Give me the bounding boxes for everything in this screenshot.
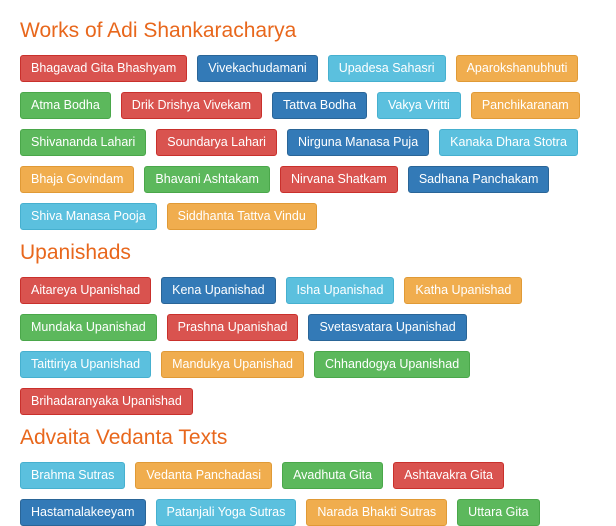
tag-tattva-bodha[interactable]: Tattva Bodha bbox=[272, 92, 368, 119]
tag-mandukya-upanishad[interactable]: Mandukya Upanishad bbox=[161, 351, 305, 378]
tag-kanaka-dhara-stotra[interactable]: Kanaka Dhara Stotra bbox=[439, 129, 578, 156]
tag-bhavani-ashtakam[interactable]: Bhavani Ashtakam bbox=[144, 166, 270, 193]
tag-panchikaranam[interactable]: Panchikaranam bbox=[470, 92, 580, 119]
tag-aparokshanubhuti[interactable]: Aparokshanubhuti bbox=[455, 55, 579, 82]
section-title: Upanishads bbox=[20, 241, 131, 264]
tag-katha-upanishad[interactable]: Katha Upanishad bbox=[404, 277, 523, 304]
tag-patanjali-yoga-sutras[interactable]: Patanjali Yoga Sutras bbox=[155, 499, 297, 526]
tag-atma-bodha[interactable]: Atma Bodha bbox=[20, 92, 111, 119]
tag-avadhuta-gita[interactable]: Avadhuta Gita bbox=[282, 462, 384, 489]
tag-soundarya-lahari[interactable]: Soundarya Lahari bbox=[156, 129, 277, 156]
tag-list: Bhagavad Gita Bhashyam Vivekachudamani U… bbox=[20, 55, 606, 230]
tag-bhagavad-gita-bhashyam[interactable]: Bhagavad Gita Bhashyam bbox=[20, 55, 188, 82]
tag-isha-upanishad[interactable]: Isha Upanishad bbox=[285, 277, 395, 304]
tag-shiva-manasa-pooja[interactable]: Shiva Manasa Pooja bbox=[20, 203, 157, 230]
tag-kena-upanishad[interactable]: Kena Upanishad bbox=[161, 277, 276, 304]
tag-mundaka-upanishad[interactable]: Mundaka Upanishad bbox=[20, 314, 157, 341]
tag-list: Brahma Sutras Vedanta Panchadasi Avadhut… bbox=[20, 462, 606, 526]
tag-brihadaranyaka-upanishad[interactable]: Brihadaranyaka Upanishad bbox=[20, 388, 193, 415]
tag-brahma-sutras[interactable]: Brahma Sutras bbox=[20, 462, 126, 489]
tag-siddhanta-tattva-vindu[interactable]: Siddhanta Tattva Vindu bbox=[166, 203, 317, 230]
tag-prashna-upanishad[interactable]: Prashna Upanishad bbox=[166, 314, 299, 341]
tag-aitareya-upanishad[interactable]: Aitareya Upanishad bbox=[20, 277, 152, 304]
tag-list: Aitareya Upanishad Kena Upanishad Isha U… bbox=[20, 277, 606, 415]
tag-taittiriya-upanishad[interactable]: Taittiriya Upanishad bbox=[20, 351, 152, 378]
section-title: Advaita Vedanta Texts bbox=[20, 426, 228, 449]
tag-nirvana-shatkam[interactable]: Nirvana Shatkam bbox=[279, 166, 398, 193]
tag-ashtavakra-gita[interactable]: Ashtavakra Gita bbox=[393, 462, 504, 489]
section-works-of-adi-shankaracharya: Works of Adi Shankaracharya Bhagavad Git… bbox=[20, 18, 606, 230]
tag-svetasvatara-upanishad[interactable]: Svetasvatara Upanishad bbox=[308, 314, 467, 341]
tag-uttara-gita[interactable]: Uttara Gita bbox=[457, 499, 540, 526]
tag-vakya-vritti[interactable]: Vakya Vritti bbox=[377, 92, 461, 119]
tag-hastamalakeeyam[interactable]: Hastamalakeeyam bbox=[20, 499, 146, 526]
tag-drik-drishya-vivekam[interactable]: Drik Drishya Vivekam bbox=[120, 92, 263, 119]
tag-nirguna-manasa-puja[interactable]: Nirguna Manasa Puja bbox=[286, 129, 430, 156]
tag-shivananda-lahari[interactable]: Shivananda Lahari bbox=[20, 129, 147, 156]
tag-narada-bhakti-sutras[interactable]: Narada Bhakti Sutras bbox=[306, 499, 448, 526]
tag-bhaja-govindam[interactable]: Bhaja Govindam bbox=[20, 166, 135, 193]
tag-sadhana-panchakam[interactable]: Sadhana Panchakam bbox=[407, 166, 550, 193]
tag-vedanta-panchadasi[interactable]: Vedanta Panchadasi bbox=[135, 462, 273, 489]
section-advaita-vedanta-texts: Advaita Vedanta Texts Brahma Sutras Veda… bbox=[20, 425, 606, 526]
section-title: Works of Adi Shankaracharya bbox=[20, 19, 297, 42]
tag-chhandogya-upanishad[interactable]: Chhandogya Upanishad bbox=[314, 351, 471, 378]
tag-upadesa-sahasri[interactable]: Upadesa Sahasri bbox=[327, 55, 446, 82]
tag-vivekachudamani[interactable]: Vivekachudamani bbox=[197, 55, 318, 82]
section-upanishads: Upanishads Aitareya Upanishad Kena Upani… bbox=[20, 240, 606, 415]
